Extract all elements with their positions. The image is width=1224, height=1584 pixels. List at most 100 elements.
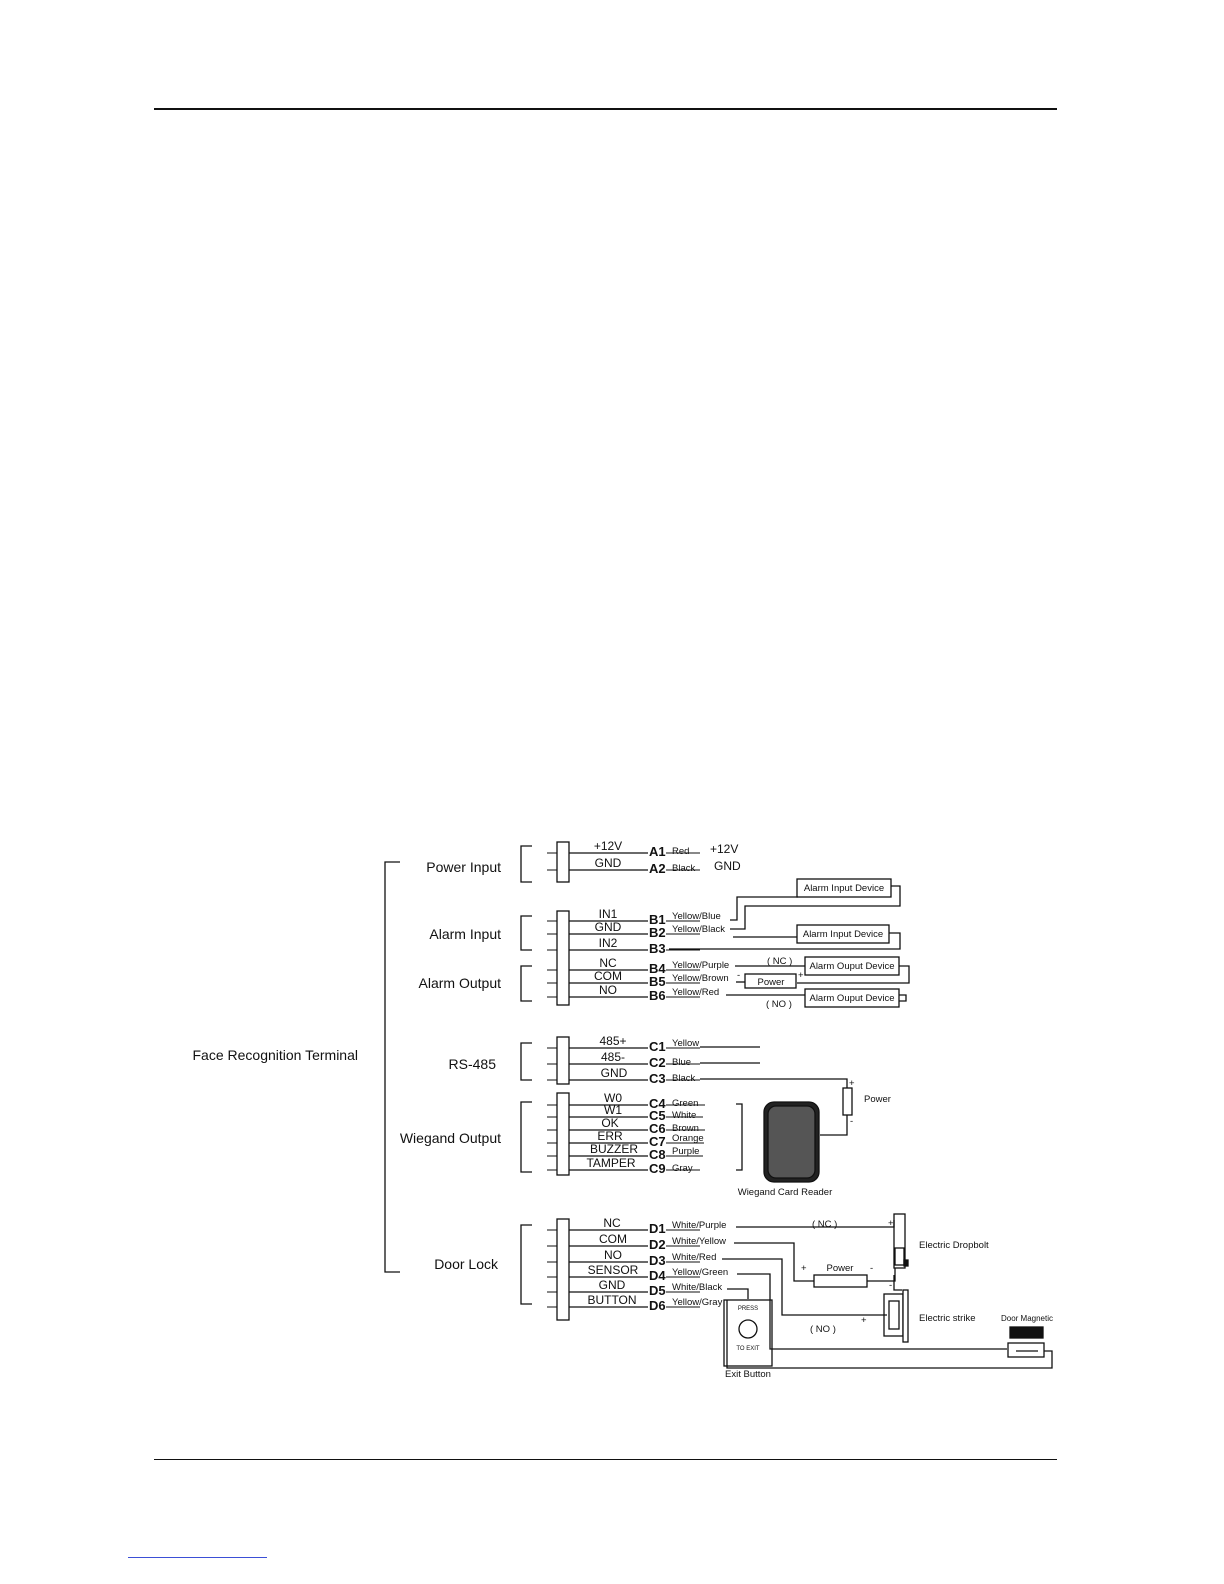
pin-id-d5: D5: [649, 1283, 666, 1298]
wire-color-d5: White/Black: [672, 1282, 722, 1293]
wiegand-bundle-bracket: [736, 1103, 743, 1171]
wire-color-d3: White/Red: [672, 1252, 716, 1263]
door-lock-power-box: [813, 1274, 868, 1288]
wire-color-c9: Gray: [672, 1163, 693, 1174]
bracket-alarm-input: [520, 915, 532, 951]
alarm-output-nc-note: ( NC ): [767, 956, 792, 967]
wire-color-c5: White: [672, 1110, 696, 1121]
exit-button-top-text: PRESS: [738, 1306, 758, 1312]
door-lock-power-plus: +: [801, 1263, 807, 1274]
pin-name-c8: BUZZER: [590, 1142, 638, 1156]
pin-id-b4: B4: [649, 961, 666, 976]
header-rule: [154, 108, 1057, 110]
exit-button-bottom-text: TO EXIT: [736, 1346, 760, 1352]
power-label-12v: +12V: [710, 842, 738, 856]
alarm-output-no-note: ( NO ): [766, 999, 792, 1010]
wiegand-card-reader-label: Wiegand Card Reader: [738, 1187, 833, 1198]
strike-plus: +: [861, 1315, 867, 1326]
group-label-alarm-output: Alarm Output: [419, 975, 502, 991]
pin-id-d3: D3: [649, 1253, 666, 1268]
door-magnetic-switch: [1007, 1342, 1045, 1358]
wire-color-b2: Yellow/Black: [672, 924, 725, 935]
pin-id-c3: C3: [649, 1071, 666, 1086]
wire-color-c7: Orange: [672, 1133, 704, 1144]
bracket-door-lock: [520, 1224, 532, 1305]
pin-name-d1: NC: [603, 1216, 621, 1230]
rs485-power-resistor: [842, 1087, 853, 1116]
pin-name-b6: NO: [599, 983, 617, 997]
pin-name-c4: W0: [604, 1091, 622, 1105]
rs485-power-label: Power: [864, 1094, 891, 1105]
pin-id-d4: D4: [649, 1268, 666, 1283]
pin-name-d5: GND: [599, 1278, 626, 1292]
pin-name-b1: IN1: [599, 907, 618, 921]
alarm-output-device-label-1: Alarm Ouput Device: [809, 961, 894, 972]
pin-name-a2: GND: [595, 856, 622, 870]
pin-name-c2: 485-: [601, 1050, 625, 1064]
connector-block-c2: [556, 1092, 570, 1176]
pin-id-d2: D2: [649, 1237, 666, 1252]
door-lock-no-note: ( NO ): [810, 1324, 836, 1335]
wire-color-c1: Yellow: [672, 1038, 699, 1049]
electric-dropbolt-label: Electric Dropbolt: [919, 1240, 989, 1251]
alarm-output-device-box-2: [804, 988, 900, 1008]
alarm-input-device-box-1: [796, 878, 892, 898]
pin-id-c9: C9: [649, 1161, 666, 1176]
group-label-wiegand-output: Wiegand Output: [400, 1130, 501, 1146]
pin-id-a1: A1: [649, 844, 666, 859]
door-lock-power-label: Power: [827, 1263, 854, 1274]
wire-color-c6: Brown: [672, 1123, 699, 1134]
alarm-input-device-label-1: Alarm Input Device: [804, 883, 884, 894]
door-lock-power-minus: -: [870, 1263, 873, 1274]
wire-color-a1: Red: [672, 846, 689, 857]
pin-name-b4: NC: [599, 956, 617, 970]
wire-color-d6: Yellow/Gray: [672, 1297, 723, 1308]
wire-color-c2: Blue: [672, 1057, 691, 1068]
alarm-output-plus: +: [798, 970, 804, 981]
connector-block-a: [556, 841, 570, 883]
rs485-power-minus: -: [850, 1116, 853, 1127]
wire-color-d1: White/Purple: [672, 1220, 726, 1231]
pin-id-c8: C8: [649, 1147, 666, 1162]
wire-color-c8: Purple: [672, 1146, 699, 1157]
group-label-door-lock: Door Lock: [434, 1256, 499, 1272]
wire-color-c4: Green: [672, 1098, 698, 1109]
pin-id-c5: C5: [649, 1108, 666, 1123]
pin-name-c9: TAMPER: [586, 1156, 635, 1170]
pin-name-c3: GND: [601, 1066, 628, 1080]
exit-button-circle: [738, 1319, 758, 1339]
wire-color-d2: White/Yellow: [672, 1236, 726, 1247]
connector-block-d: [556, 1218, 570, 1321]
pin-name-a1: +12V: [594, 839, 622, 853]
rs485-power-plus: +: [849, 1078, 855, 1089]
wire-color-b1: Yellow/Blue: [672, 911, 721, 922]
pin-name-d3: NO: [604, 1248, 622, 1262]
pin-id-b6: B6: [649, 988, 666, 1003]
wire-color-c3: Black: [672, 1073, 695, 1084]
alarm-input-device-label-2: Alarm Input Device: [803, 929, 883, 940]
exit-button-label: Exit Button: [725, 1369, 771, 1380]
group-label-rs485: RS-485: [449, 1056, 497, 1072]
alarm-input-device-box-2: [796, 924, 890, 944]
wire-color-a2: Black: [672, 863, 695, 874]
group-label-alarm-input: Alarm Input: [429, 926, 501, 942]
pin-id-d6: D6: [649, 1298, 666, 1313]
terminal-label: Face Recognition Terminal: [193, 1047, 359, 1063]
connector-block-b: [556, 910, 570, 1006]
bracket-rs485: [520, 1042, 532, 1081]
footer-link-underline: [128, 1557, 267, 1558]
terminal-bracket: [384, 861, 400, 1273]
pin-id-b3: B3: [649, 941, 666, 956]
wire-color-b5: Yellow/Brown: [672, 973, 729, 984]
door-lock-nc-note: ( NC ): [812, 1219, 837, 1230]
pin-name-d2: COM: [599, 1232, 627, 1246]
connector-block-c1: [556, 1036, 570, 1085]
pin-name-b3: IN2: [599, 936, 618, 950]
footer-rule: [154, 1459, 1057, 1460]
wire-color-b6: Yellow/Red: [672, 987, 719, 998]
pin-id-b5: B5: [649, 974, 666, 989]
pin-name-b2: GND: [595, 920, 622, 934]
bracket-alarm-output: [520, 965, 532, 1002]
